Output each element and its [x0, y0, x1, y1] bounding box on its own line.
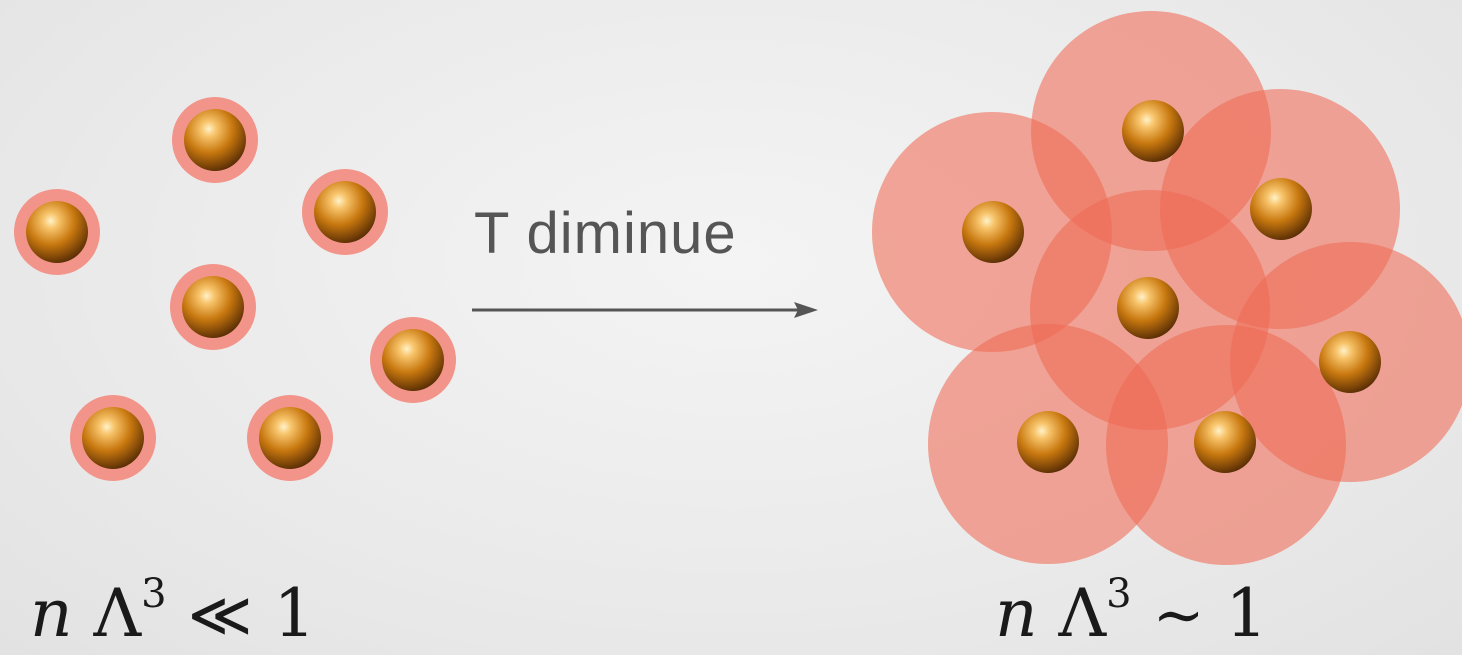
density-symbol: n: [995, 575, 1038, 652]
lambda-symbol: Λ: [93, 575, 142, 652]
left-particle: [247, 395, 333, 481]
lambda-symbol: Λ: [1058, 575, 1107, 652]
left-gas-group: [14, 97, 456, 481]
sphere-icon: [1250, 178, 1312, 240]
sphere-icon: [1122, 100, 1184, 162]
left-condition: n Λ3 ≪ 1: [30, 571, 316, 652]
exponent: 3: [141, 571, 167, 617]
left-particle: [70, 395, 156, 481]
rhs-value: 1: [1225, 575, 1268, 652]
sphere-icon: [1017, 411, 1079, 473]
density-symbol: n: [30, 575, 73, 652]
sphere-icon: [182, 276, 244, 338]
sphere-icon: [314, 181, 376, 243]
sphere-icon: [26, 201, 88, 263]
sphere-icon: [382, 329, 444, 391]
sphere-icon: [82, 407, 144, 469]
arrow-right-icon: [472, 302, 818, 318]
sphere-icon: [1194, 411, 1256, 473]
exponent: 3: [1106, 571, 1132, 617]
left-particle: [370, 317, 456, 403]
relation-symbol: ≪: [187, 578, 253, 651]
arrow-label: T diminue: [474, 201, 737, 266]
left-particle: [14, 189, 100, 275]
right-particles-group: [962, 100, 1381, 473]
sphere-icon: [1117, 277, 1179, 339]
relation-symbol: ∼: [1152, 578, 1205, 651]
left-particle: [302, 169, 388, 255]
sphere-icon: [1319, 331, 1381, 393]
rhs-value: 1: [273, 575, 316, 652]
sphere-icon: [259, 407, 321, 469]
left-particle: [172, 97, 258, 183]
left-particle: [170, 264, 256, 350]
sphere-icon: [184, 109, 246, 171]
sphere-icon: [962, 201, 1024, 263]
right-condition: n Λ3 ∼ 1: [995, 571, 1268, 652]
